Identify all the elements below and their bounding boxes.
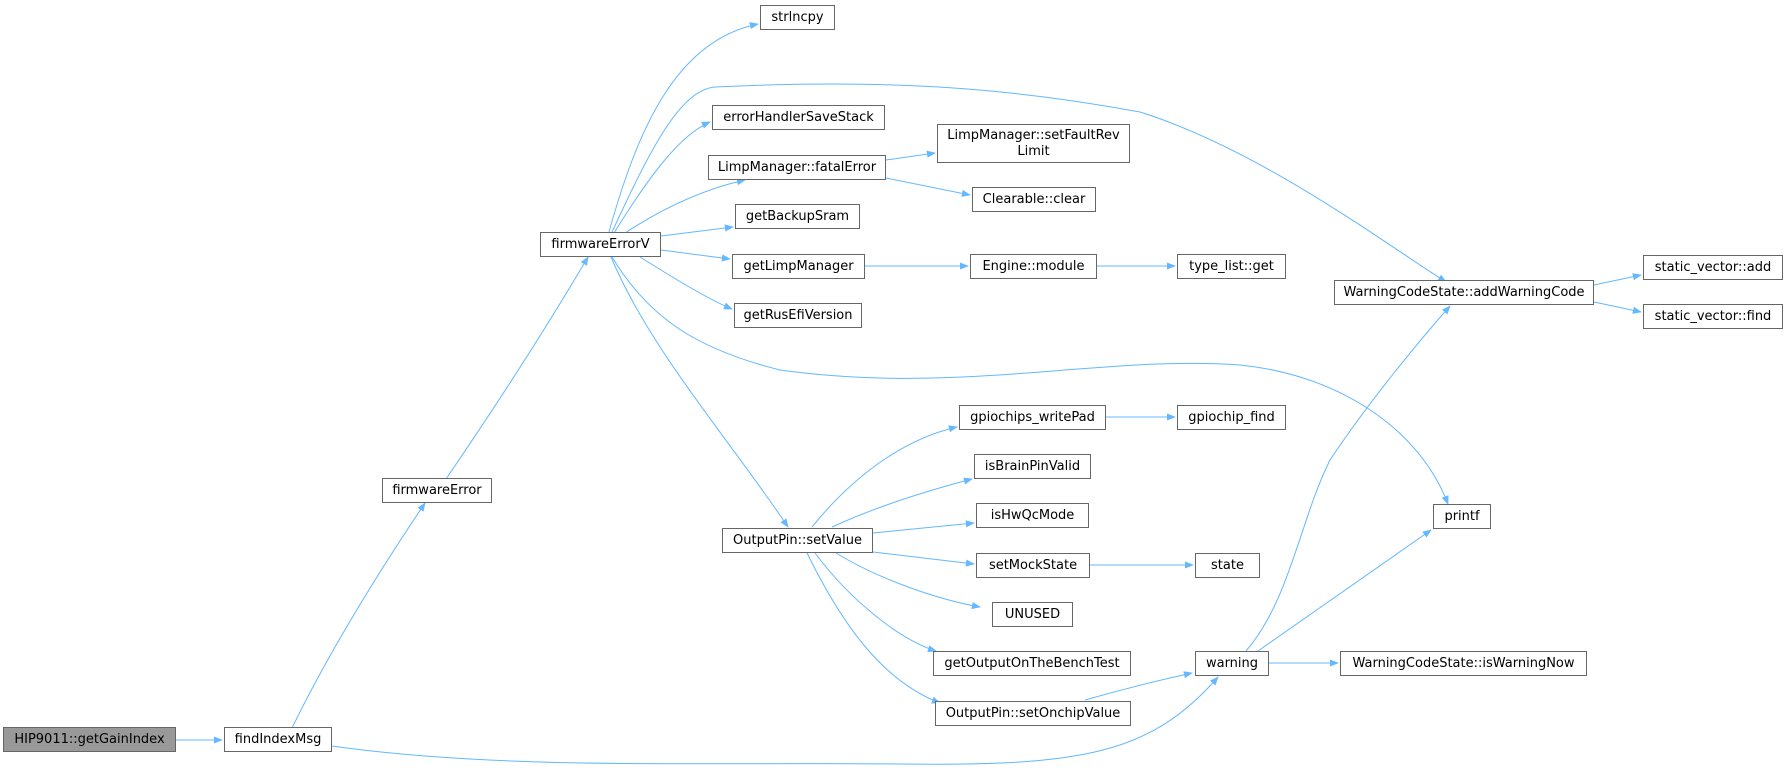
node-static-vector-add[interactable]: static_vector::add <box>1643 255 1783 280</box>
node-setmockstate[interactable]: setMockState <box>976 553 1090 578</box>
edge-firmwareerrorv-strlncpy <box>608 22 759 233</box>
edge-setvalue-isbrainpinvalid <box>831 477 973 528</box>
node-errorhandlersavestack[interactable]: errorHandlerSaveStack <box>712 105 885 130</box>
edge-setvalue-setmockstate <box>872 551 975 567</box>
edge-firmwareerrorv-getbackupsram <box>660 224 734 237</box>
edge-fatalerror-setfaultrevlimit <box>885 150 936 161</box>
edge-setvalue-ishwqcmode <box>872 520 975 534</box>
node-warningcodestate-addwarningcode[interactable]: WarningCodeState::addWarningCode <box>1334 280 1594 305</box>
node-warningcodestate-iswarningnow[interactable]: WarningCodeState::isWarningNow <box>1340 651 1587 676</box>
node-limpmanager-setfaultrevlimit[interactable]: LimpManager::setFaultRev Limit <box>937 124 1130 163</box>
node-clearable-clear[interactable]: Clearable::clear <box>972 187 1096 212</box>
node-getbackupsram[interactable]: getBackupSram <box>735 204 860 229</box>
node-state[interactable]: state <box>1195 553 1260 578</box>
edge-setonchipvalue-warning <box>1084 671 1193 701</box>
node-findindexmsg[interactable]: findIndexMsg <box>224 727 332 752</box>
edge-addwarningcode-vectorfind <box>1593 301 1642 314</box>
node-outputpin-setonchipvalue[interactable]: OutputPin::setOnchipValue <box>935 701 1131 726</box>
node-unused[interactable]: UNUSED <box>992 602 1073 627</box>
edge-addwarningcode-vectoradd <box>1593 273 1642 286</box>
edge-findindexmsg-warning <box>331 676 1219 765</box>
node-type-list-get[interactable]: type_list::get <box>1177 254 1286 279</box>
node-getrusefiversion[interactable]: getRusEfiVersion <box>734 303 862 328</box>
node-firmwareerror[interactable]: firmwareError <box>382 478 492 503</box>
edge-setvalue-gpiochipswritepad <box>811 425 958 528</box>
edge-setvalue-setonchipvalue <box>806 552 941 704</box>
edge-firmwareerrorv-setvalue <box>610 256 789 528</box>
node-ishwqcmode[interactable]: isHwQcMode <box>976 503 1089 528</box>
node-getlimpmanager[interactable]: getLimpManager <box>732 254 865 279</box>
edge-firmwareerrorv-errorhandlersavestack <box>613 121 711 234</box>
edge-warning-printf <box>1257 529 1432 652</box>
edge-firmwareerrorv-printf <box>611 256 1449 505</box>
edge-fatalerror-clear <box>885 177 971 197</box>
edge-setvalue-unused <box>835 552 981 610</box>
edge-firmwareerrorv-addwarningcode <box>611 83 1447 283</box>
node-printf[interactable]: printf <box>1433 504 1491 529</box>
edge-firmwareerrorv-fatalerror <box>624 178 746 234</box>
node-isbrainpinvalid[interactable]: isBrainPinValid <box>974 454 1091 479</box>
node-warning[interactable]: warning <box>1195 651 1269 676</box>
node-limpmanager-fatalerror[interactable]: LimpManager::fatalError <box>708 155 886 180</box>
node-outputpin-setvalue[interactable]: OutputPin::setValue <box>722 528 873 553</box>
edge-firmwareerrorv-getrusefiversion <box>639 256 733 310</box>
node-gpiochip-find[interactable]: gpiochip_find <box>1177 405 1286 430</box>
node-engine-module[interactable]: Engine::module <box>970 254 1097 279</box>
edge-setvalue-getoutputonthebenchtest <box>814 552 937 653</box>
edge-firmwareerrorv-getlimpmanager <box>660 249 731 262</box>
node-hip9011-getgainindex: HIP9011::getGainIndex <box>3 727 176 752</box>
edge-warning-addwarningcode <box>1245 305 1451 652</box>
node-gpiochips-writepad[interactable]: gpiochips_writePad <box>959 405 1106 430</box>
node-firmwareerrorv[interactable]: firmwareErrorV <box>540 232 661 257</box>
node-getoutputonthebenchtest[interactable]: getOutputOnTheBenchTest <box>933 651 1131 676</box>
node-strlncpy[interactable]: strlncpy <box>760 5 835 30</box>
node-static-vector-find[interactable]: static_vector::find <box>1643 304 1783 329</box>
edge-findindexmsg-firmwareerror <box>291 502 426 729</box>
edge-firmwareerror-firmwareerrorv <box>445 256 589 480</box>
